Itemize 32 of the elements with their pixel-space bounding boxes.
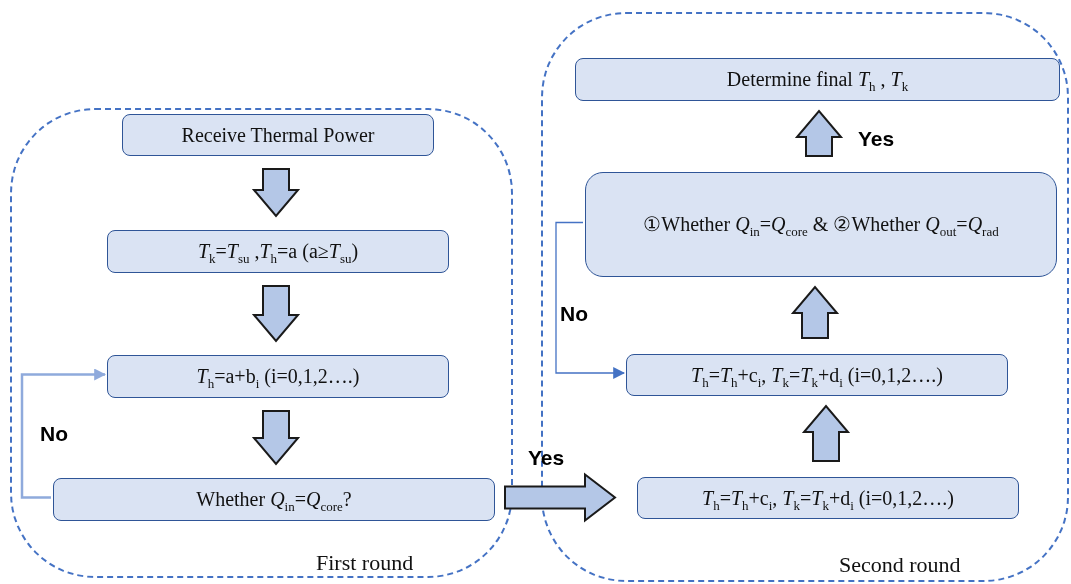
process-box xyxy=(575,58,1060,101)
step-text: Determine final T$_{h}$ , T$_{k}$ xyxy=(725,67,910,96)
block-arrow xyxy=(504,472,617,523)
edge-label: Yes xyxy=(528,446,565,470)
step-text: Whether Q$_{in}$=Q$_{core}$? xyxy=(195,487,353,516)
process-box xyxy=(107,355,449,398)
loop-arrow xyxy=(20,368,107,499)
edge-label: No xyxy=(40,422,68,446)
process-box xyxy=(107,230,449,273)
edge-label: No xyxy=(560,302,588,326)
step-text: T$_{h}$=T$_{h}$+c$_{i}$, T$_{k}$=T$_{k}$+d$_{i}$ (i=0,1,2….) xyxy=(701,485,955,515)
process-box xyxy=(585,172,1057,277)
loop-arrow xyxy=(555,221,626,379)
group-title: First round xyxy=(316,550,414,576)
process-box xyxy=(122,114,434,156)
group-title: Second round xyxy=(839,552,961,578)
block-arrow xyxy=(251,168,301,218)
step-text: ①Whether Q$_{in}$=Q$_{core}$ & ②Whether Q$_{out}$=Q$_{rad}$ xyxy=(642,212,1000,241)
process-box xyxy=(637,477,1019,519)
block-arrow xyxy=(790,285,840,339)
block-arrow xyxy=(251,410,301,466)
process-box xyxy=(53,478,495,521)
block-arrow xyxy=(801,404,851,462)
dashed-group-frame xyxy=(10,108,513,578)
block-arrow xyxy=(251,285,301,343)
edge-label: Yes xyxy=(858,127,895,151)
step-text: T$_{k}$=T$_{su}$ ,T$_{h}$=a (a≥T$_{su}$) xyxy=(196,239,360,268)
step-text: T$_{h}$=T$_{h}$+c$_{i}$, T$_{k}$=T$_{k}$+d$_{i}$ (i=0,1,2….) xyxy=(690,362,944,392)
step-text: Receive Thermal Power xyxy=(180,123,376,148)
block-arrow xyxy=(794,109,844,157)
step-text: T$_{h}$=a+b$_{i}$ (i=0,1,2….) xyxy=(195,364,361,393)
process-box xyxy=(626,354,1008,396)
